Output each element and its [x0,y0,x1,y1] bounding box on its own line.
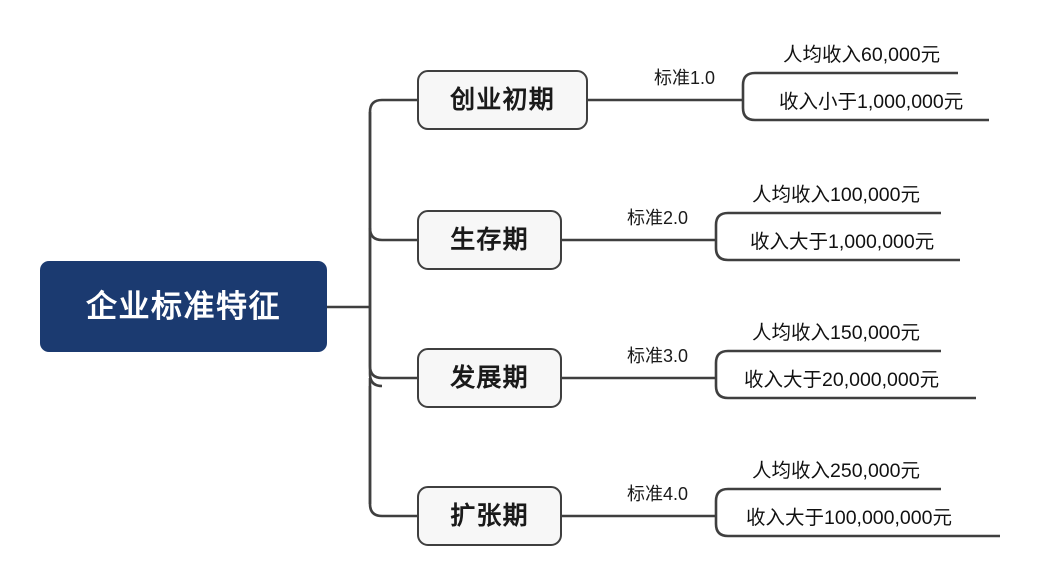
leaf-detail-1-bottom: 收入小于1,000,000元 [779,91,964,113]
leaf-detail-2-bottom: 收入大于1,000,000元 [750,231,935,253]
trunk-elbow-3 [368,365,383,380]
branch-node-2[interactable]: 生存期 [417,210,562,270]
branch-node-3[interactable]: 发展期 [417,348,562,408]
edge-label-2: 标准2.0 [626,208,688,228]
leaf-bracket-3 [714,349,729,400]
trunk-upper [368,98,383,242]
leaf-detail-1-top: 人均收入60,000元 [783,44,941,66]
branch-node-4-label: 扩张期 [450,501,529,530]
branch-node-1-label: 创业初期 [450,85,555,114]
root-node-label: 企业标准特征 [86,289,281,324]
branch-node-1[interactable]: 创业初期 [417,70,588,130]
edge-label-3: 标准3.0 [626,346,688,366]
edge-label-4: 标准4.0 [626,484,688,504]
branch-node-3-label: 发展期 [450,363,529,392]
edge-label-1: 标准1.0 [653,68,715,88]
leaf-detail-4-top: 人均收入250,000元 [752,460,920,482]
trunk-lower [368,386,383,518]
branch-node-4[interactable]: 扩张期 [417,486,562,546]
leaf-detail-4-bottom: 收入大于100,000,000元 [746,507,952,529]
leaf-detail-2-top: 人均收入100,000元 [752,184,920,206]
leaf-detail-3-bottom: 收入大于20,000,000元 [744,369,940,391]
leaf-bracket-2 [714,211,729,262]
leaf-bracket-1 [741,71,756,122]
leaf-detail-3-top: 人均收入150,000元 [752,322,920,344]
branch-node-2-label: 生存期 [450,225,529,254]
root-node[interactable]: 企业标准特征 [40,261,327,352]
leaf-bracket-4 [714,487,729,538]
trunk-mid [368,228,383,388]
